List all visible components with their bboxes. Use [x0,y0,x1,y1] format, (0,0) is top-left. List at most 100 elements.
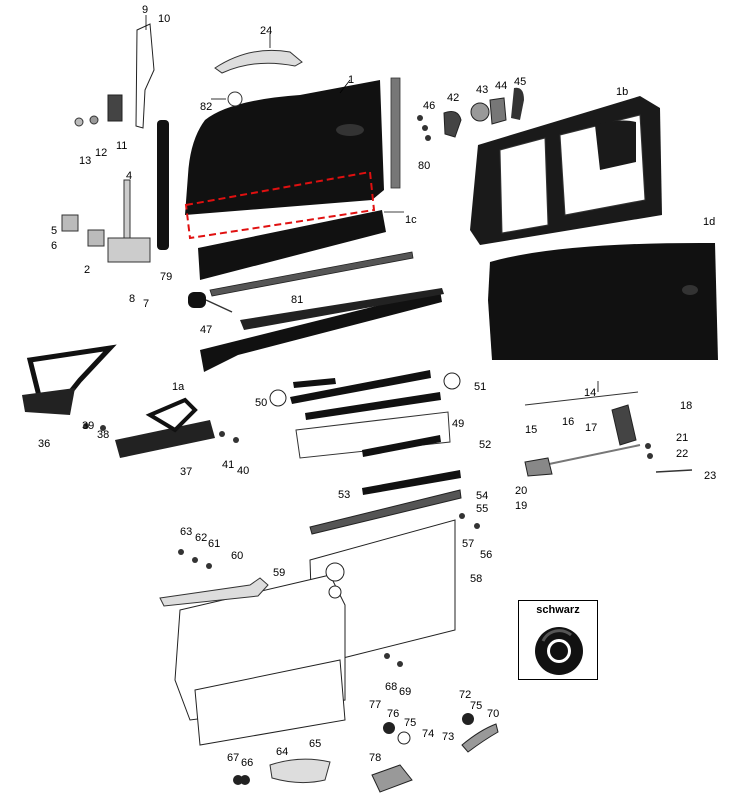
part-label: 55 [476,503,488,515]
part-label: 47 [200,324,212,336]
part-45 [511,87,524,120]
part-label: 73 [442,731,454,743]
disc-43 [470,102,490,122]
window-regulator-36 [22,344,117,415]
lower-door-skin-part [198,210,386,280]
grommet-icon [535,627,583,675]
part-label: 80 [418,160,430,172]
part-label: 70 [487,708,499,720]
part-label: 16 [562,416,574,428]
part-label: 2 [84,264,90,276]
outer-door-skin-1d [488,242,718,360]
part-label: 14 [584,387,596,399]
part-label: 44 [495,80,507,92]
part-label: 1d [703,216,715,228]
part-label: 69 [399,686,411,698]
washer-13 [74,117,84,127]
door-trim-panel-group [174,519,456,746]
part-label: 57 [462,538,474,550]
part-label: 1b [616,86,628,98]
part-label: 19 [515,500,527,512]
hinge-2 [107,237,151,263]
part-label: 75 [470,700,482,712]
armrest-60 [159,577,269,607]
part-label: 50 [255,397,267,409]
latch-block-11 [107,94,123,122]
bracket-42 [443,111,462,138]
part-label: 21 [676,432,688,444]
part-label: 66 [241,757,253,769]
weatherstrip-81 [209,251,414,297]
part-label: 20 [515,485,527,497]
part-label: 7 [143,298,149,310]
part-label: 9 [142,4,148,16]
part-label: 54 [476,490,488,502]
disc-part-82 [227,91,243,107]
part-label: 76 [387,708,399,720]
part-label: 52 [479,439,491,451]
part-label: 42 [447,92,459,104]
plate-6 [87,229,105,247]
part-label: 38 [97,429,109,441]
part-label: 60 [231,550,243,562]
door-handle-24 [214,49,303,74]
screws-46 [417,115,431,141]
part-label: 56 [480,549,492,561]
plate-5 [61,214,79,232]
part-label: 46 [423,100,435,112]
part-label: 36 [38,438,50,450]
lock-linkage-group [524,391,693,477]
part-label: 15 [525,424,537,436]
part-label: 1a [172,381,185,393]
door-strip-80 [390,77,401,189]
pad-65 [269,758,331,784]
part-label: 51 [474,381,486,393]
window-crank-74 [371,722,413,793]
inner-door-frame-1b [470,96,662,245]
part-label: 22 [676,448,688,460]
screws-68-69 [384,653,403,667]
part-label: 61 [208,538,220,550]
screws-38-41 [83,423,239,443]
part-label: 58 [470,573,482,585]
part-label: 37 [180,466,192,478]
rocker-panel-part [200,288,444,372]
part-label: 11 [116,140,127,152]
part-label: 4 [126,170,132,182]
part-label: 62 [195,532,207,544]
door-shell-part [184,80,384,240]
part-label: 18 [680,400,692,412]
part-label: 64 [276,746,288,758]
part-label: 74 [422,728,434,740]
hinge-pillar-9 [135,23,155,129]
part-label: 79 [160,271,172,283]
door-handle-70 [461,723,499,753]
part-44 [489,97,507,125]
part-label: 72 [459,689,471,701]
washer-12 [89,115,99,125]
window-seals-group [269,370,462,535]
part-label: 17 [585,422,597,434]
part-label: 67 [227,752,239,764]
part-label: 41 [222,459,234,471]
part-label: 1 [348,74,354,86]
part-label: 78 [369,752,381,764]
part-label: 13 [79,155,91,167]
part-label: 45 [514,76,526,88]
hinge-pin-4 [123,179,131,239]
leader-lines [145,15,599,392]
part-label: 81 [291,294,303,306]
part-label: 63 [180,526,192,538]
part-label: 77 [369,699,381,711]
part-label: 68 [385,681,397,693]
part-label: 12 [95,147,107,159]
callout-label: schwarz [536,604,580,616]
part-label: 49 [452,418,464,430]
part-label: 8 [129,293,135,305]
part-label: 6 [51,240,57,252]
part-label: 65 [309,738,321,750]
part-label: 59 [273,567,285,579]
clip-66 [233,775,250,785]
